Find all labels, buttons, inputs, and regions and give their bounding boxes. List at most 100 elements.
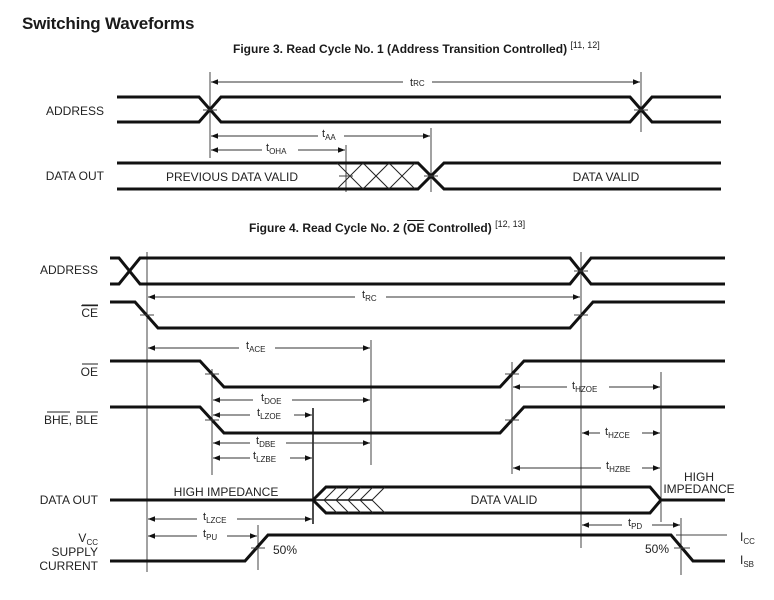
- fig4-isb-main: I: [740, 553, 743, 567]
- fig3-toha-t: t: [266, 142, 269, 154]
- fig4-tlzce-sub: LZCE: [206, 516, 226, 525]
- figure3-caption: Figure 3. Read Cycle No. 1 (Address Tran…: [233, 40, 600, 56]
- fig4-dataout-waveform: [110, 485, 725, 515]
- fig4-high-impedance-left: HIGH IMPEDANCE: [174, 485, 279, 499]
- fig4-thzbe-sub: HZBE: [609, 465, 630, 474]
- fig4-vcc-waveform: [110, 533, 725, 563]
- fig3-address-waveform: [117, 95, 721, 124]
- fig4-bhe-ble-waveform: [110, 405, 725, 435]
- fig4-oe-label: OE: [81, 365, 98, 379]
- figure4-caption-before: Figure 4. Read Cycle No. 2 (: [249, 221, 408, 235]
- fig3-data-valid: DATA VALID: [573, 170, 640, 184]
- fig4-tpu-t: t: [203, 528, 206, 540]
- fig4-thzce-t: t: [605, 426, 608, 438]
- fig4-vcc-sub: CC: [86, 538, 98, 547]
- fig4-tdoe-arrow: tDOE: [213, 392, 370, 406]
- fig4-bhe-ble-label: BHE, BLE: [44, 413, 98, 427]
- fig4-tpu-sub: PU: [206, 533, 217, 542]
- fig4-tdbe-arrow: tDBE: [213, 435, 370, 449]
- fig4-tace-t: t: [246, 340, 249, 352]
- fig4-tpd-t: t: [628, 517, 631, 529]
- fig4-icc-main: I: [740, 530, 743, 544]
- fig4-dataout-label: DATA OUT: [40, 493, 99, 507]
- fig4-address-waveform: [110, 256, 725, 286]
- figure4: ADDRESS CE OE BHE, BLE DATA OUT VCC SUPP…: [39, 252, 755, 575]
- svg-text:tRC: tRC: [410, 77, 425, 89]
- svg-text:tOHA: tOHA: [266, 142, 287, 156]
- fig3-trc-sub: RC: [413, 79, 425, 88]
- svg-text:tHZOE: tHZOE: [572, 380, 597, 394]
- fig4-vcc-main: V: [78, 531, 86, 545]
- fig4-current-label: CURRENT: [39, 559, 98, 573]
- fig4-trc-sub: RC: [365, 294, 377, 303]
- fig4-isb-label: ISB: [740, 553, 754, 569]
- svg-text:tDOE: tDOE: [261, 392, 281, 406]
- fig4-tlzce-t: t: [203, 511, 206, 523]
- fig4-tdoe-sub: DOE: [264, 397, 281, 406]
- fig4-thzoe-sub: HZOE: [575, 385, 597, 394]
- fig3-toha-sub: OHA: [269, 147, 287, 156]
- figure4-caption: Figure 4. Read Cycle No. 2 (OE Controlle…: [249, 219, 525, 235]
- svg-text:tACE: tACE: [246, 340, 266, 354]
- fig4-oe-waveform: [110, 359, 725, 389]
- fig4-tace-arrow: tACE: [148, 340, 370, 354]
- fig4-thzoe-t: t: [572, 380, 575, 392]
- fig4-tlzoe-t: t: [257, 407, 260, 419]
- fig4-50pct-left: 50%: [273, 543, 297, 557]
- fig4-isb-sub: SB: [743, 560, 754, 569]
- fig4-tdoe-t: t: [261, 392, 264, 404]
- fig4-trc-t: t: [362, 289, 365, 301]
- fig4-ce-waveform: [110, 300, 725, 330]
- fig4-tlzbe-t: t: [253, 450, 256, 462]
- fig4-thzce-sub: HZCE: [608, 431, 630, 440]
- fig3-address-label: ADDRESS: [46, 104, 104, 118]
- svg-text:tAA: tAA: [322, 128, 336, 142]
- fig4-tlzoe-sub: LZOE: [260, 412, 281, 421]
- fig4-tdbe-t: t: [256, 435, 259, 447]
- fig4-trc-arrow: tRC: [148, 289, 580, 303]
- fig3-taa-t: t: [322, 128, 325, 140]
- fig4-icc-label: ICC: [740, 530, 755, 546]
- fig3-taa-sub: AA: [325, 133, 336, 142]
- fig3-toha-arrow: tOHA: [211, 142, 345, 156]
- fig3-trc-arrow: tRC: [211, 77, 640, 89]
- fig4-tlzoe-arrow: tLZOE: [213, 407, 312, 421]
- fig4-icc-sub: CC: [743, 537, 755, 546]
- fig4-tlzbe-sub: LZBE: [256, 455, 276, 464]
- fig4-thzoe-arrow: tHZOE: [513, 380, 660, 394]
- svg-text:tDBE: tDBE: [256, 435, 276, 449]
- fig4-supply-label: SUPPLY: [52, 545, 98, 559]
- figure4-caption-oe: OE: [407, 221, 425, 235]
- fig4-tlzbe-arrow: tLZBE: [213, 450, 312, 464]
- fig4-high-impedance-right-2: IMPEDANCE: [663, 482, 734, 496]
- fig4-address-label: ADDRESS: [40, 263, 98, 277]
- fig3-taa-arrow: tAA: [211, 128, 430, 142]
- fig4-tdbe-sub: DBE: [259, 440, 275, 449]
- fig4-50pct-right: 50%: [645, 542, 669, 556]
- figure4-caption-notes: [12, 13]: [495, 219, 526, 229]
- fig4-tpd-arrow: tPD: [582, 517, 680, 531]
- figure4-caption-after: Controlled): [424, 221, 492, 235]
- fig4-thzce-arrow: tHZCE: [582, 426, 660, 440]
- fig4-ble-sep: ,: [69, 413, 76, 427]
- fig4-thzbe-arrow: tHZBE: [513, 460, 660, 474]
- figure3: ADDRESS DATA OUT PREVIOUS DATA VALID DAT…: [46, 72, 721, 192]
- fig4-tlzce-arrow: tLZCE: [148, 511, 312, 525]
- fig4-ble-label: BLE: [75, 413, 98, 427]
- figure3-caption-notes: [11, 12]: [570, 40, 600, 50]
- fig4-data-valid: DATA VALID: [471, 493, 538, 507]
- svg-text:tPD: tPD: [628, 517, 642, 531]
- fig4-dataout-hatch: [323, 486, 386, 514]
- fig4-vcc-label: VCC: [78, 531, 98, 547]
- section-title: Switching Waveforms: [22, 14, 195, 33]
- svg-text:tHZBE: tHZBE: [606, 460, 630, 474]
- fig4-tace-sub: ACE: [249, 345, 265, 354]
- fig4-high-impedance-right-1: HIGH: [684, 470, 714, 484]
- fig3-hatch-region: [336, 162, 416, 190]
- fig4-bhe-label: BHE: [44, 413, 69, 427]
- svg-text:tPU: tPU: [203, 528, 217, 542]
- figure3-caption-text: Figure 3. Read Cycle No. 1 (Address Tran…: [233, 42, 568, 56]
- fig4-tpd-sub: PD: [631, 522, 642, 531]
- svg-text:tRC: tRC: [362, 289, 377, 303]
